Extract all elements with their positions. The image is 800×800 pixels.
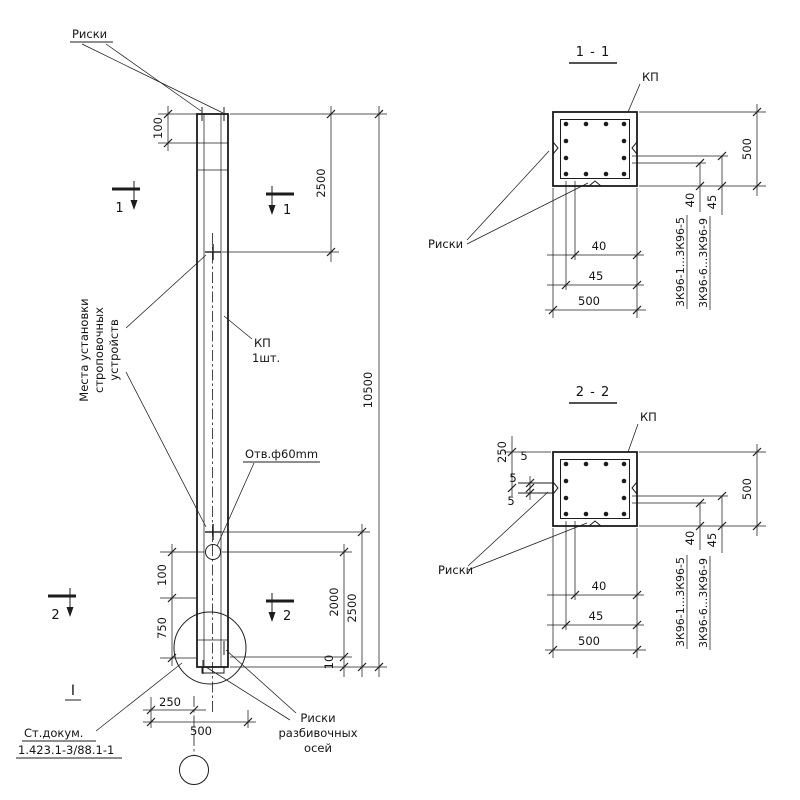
strop-label-line1: Места установки	[77, 298, 91, 401]
section2-dim-45-right: 45	[705, 533, 719, 548]
axes-label-line1: Риски	[300, 711, 335, 725]
section2-dim-5c: 5	[507, 494, 514, 508]
dim-100-top: 100	[151, 117, 165, 139]
section1-dim-500-bottom: 500	[578, 294, 600, 308]
section2-marker-left-label: 2	[51, 608, 60, 623]
section1-dim-40-right: 40	[683, 193, 697, 208]
axis-bubble	[179, 755, 209, 785]
section-2-2: 2 - 2 КП 250 5 5 5 Риски	[438, 385, 766, 658]
section-1-1: 1 - 1 КП Риски 40 45	[428, 45, 766, 318]
section2-riski-label: Риски	[438, 563, 473, 577]
riski-top-label: Риски	[72, 27, 107, 41]
section2-dim-5b: 5	[509, 471, 516, 485]
dim-100-bottom: 100	[155, 564, 169, 586]
doc-ref-line1: Ст.докум.	[24, 726, 83, 740]
section2-dim-250: 250	[495, 441, 509, 463]
detail-mark-label: I	[71, 683, 75, 699]
section2-dim-5a: 5	[520, 449, 527, 463]
section1-marker-left-label: 1	[115, 201, 124, 216]
section1-dim-45-bottom: 45	[589, 269, 604, 283]
section2-dim-40-bottom: 40	[592, 579, 607, 593]
section1-series2-label: 3К96-6...3К96-9	[697, 218, 710, 308]
dim-2500-bottom: 2500	[345, 593, 359, 622]
section2-dim-40-right: 40	[683, 531, 697, 546]
section1-title: 1 - 1	[576, 45, 611, 60]
dim-2500-top: 2500	[314, 168, 328, 197]
section1-dim-40-bottom: 40	[592, 239, 607, 253]
hole-60mm	[205, 544, 221, 560]
dim-2000: 2000	[327, 587, 341, 616]
section1-dim-500-right: 500	[740, 138, 754, 160]
section2-marker-right-label: 2	[283, 609, 292, 624]
kp-qty-label: 1шт.	[252, 351, 280, 365]
section-cut-markers: 1 1 2 2	[48, 181, 294, 624]
section1-marker-right-label: 1	[283, 203, 292, 218]
dim-10: 10	[322, 655, 336, 670]
section2-series2-label: 3К96-6...3К96-9	[697, 558, 710, 648]
section2-dim-500-bottom: 500	[578, 634, 600, 648]
hole-label: Отв.ф60mm	[245, 447, 318, 461]
section2-kp-label: КП	[640, 410, 657, 424]
section1-dim-45-right: 45	[705, 195, 719, 210]
column-elevation	[173, 107, 247, 785]
strop-label-line2: строповочных	[92, 307, 106, 393]
section2-dim-45-bottom: 45	[589, 609, 604, 623]
kp-label: КП	[254, 336, 271, 350]
axes-label-line3: осей	[304, 741, 332, 755]
strop-label-line3: устройств	[107, 319, 121, 381]
section2-dim-500-right: 500	[740, 478, 754, 500]
detail-circle	[173, 611, 247, 685]
dim-250: 250	[159, 695, 181, 709]
dim-750: 750	[155, 617, 169, 639]
section2-series1-label: 3К96-1...3К96-5	[674, 557, 687, 647]
dim-10500: 10500	[361, 372, 375, 409]
elevation-dimensions: 100 2500 10500 100 750 2000 10	[143, 106, 387, 738]
axes-label-line2: разбивочных	[278, 726, 357, 740]
dim-500: 500	[190, 724, 212, 738]
elevation-labels: Риски КП 1шт. Места установки строповочн…	[16, 27, 358, 759]
section1-kp-label: КП	[642, 70, 659, 84]
section1-riski-label: Риски	[428, 237, 463, 251]
section2-title: 2 - 2	[576, 385, 611, 400]
section1-series1-label: 3К96-1...3К96-5	[674, 217, 687, 307]
doc-ref-line2: 1.423.1-3/88.1-1	[18, 743, 114, 757]
